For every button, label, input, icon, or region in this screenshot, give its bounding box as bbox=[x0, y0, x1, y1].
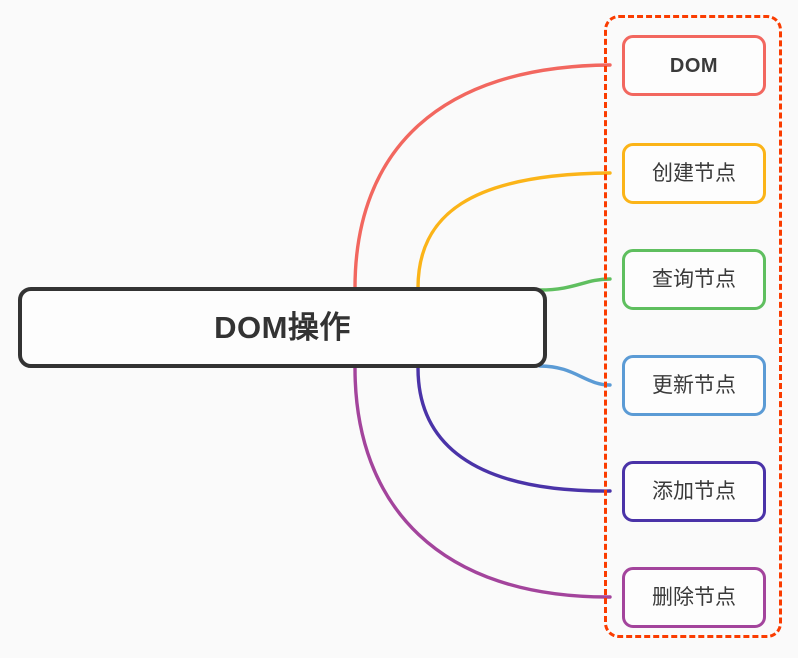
branch-node-1[interactable]: DOM bbox=[622, 35, 766, 96]
edge-dom bbox=[353, 63, 612, 290]
branch-node-3[interactable]: 查询节点 bbox=[622, 249, 766, 310]
edge-update bbox=[538, 364, 612, 387]
edge-append bbox=[416, 366, 612, 493]
branch-node-4[interactable]: 更新节点 bbox=[622, 355, 766, 416]
branch-node-label: 查询节点 bbox=[652, 268, 736, 291]
edge-query bbox=[538, 277, 612, 292]
branch-node-label: 添加节点 bbox=[652, 480, 736, 503]
branch-node-label: 创建节点 bbox=[652, 162, 736, 185]
branch-node-label: DOM bbox=[669, 54, 719, 77]
branch-node-2[interactable]: 创建节点 bbox=[622, 143, 766, 204]
edge-create bbox=[416, 171, 612, 290]
branch-node-5[interactable]: 添加节点 bbox=[622, 461, 766, 522]
dashed-group-frame bbox=[604, 15, 782, 638]
branch-node-label: 删除节点 bbox=[652, 586, 736, 609]
edge-remove bbox=[353, 366, 612, 599]
root-node-dom-operations[interactable]: DOM操作 bbox=[18, 287, 547, 368]
branch-node-label: 更新节点 bbox=[652, 374, 736, 397]
branch-node-6[interactable]: 删除节点 bbox=[622, 567, 766, 628]
root-node-label: DOM操作 bbox=[214, 310, 351, 345]
